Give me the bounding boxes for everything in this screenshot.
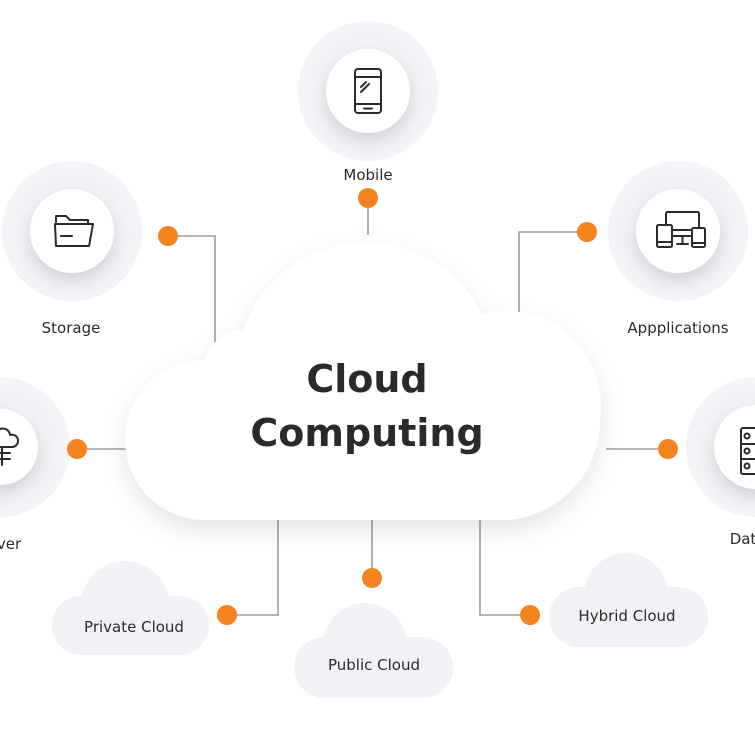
devices-icon [656, 211, 706, 248]
connector-private [227, 520, 279, 616]
folder-icon [54, 215, 94, 247]
dot-database [658, 439, 678, 459]
private-cloud-shape [52, 561, 209, 655]
dot-applications [577, 222, 597, 242]
private-cloud-label: Private Cloud [84, 618, 184, 636]
hybrid-cloud-label: Hybrid Cloud [578, 607, 676, 625]
storage-label: Storage [41, 319, 101, 337]
dot-mobile [358, 188, 378, 208]
server-label: ver [0, 535, 22, 553]
connector-hybrid [479, 520, 530, 616]
main-cloud [125, 242, 602, 520]
database-icon [740, 427, 755, 475]
server-cloud-icon [0, 427, 19, 466]
title-line-1: Cloud [306, 357, 428, 401]
mobile-phone-icon [354, 68, 382, 114]
hybrid-cloud-shape [549, 553, 708, 647]
public-cloud-label: Public Cloud [327, 656, 421, 674]
dot-private [217, 605, 237, 625]
mobile-node [326, 49, 410, 133]
server-node [0, 409, 38, 485]
mobile-label: Mobile [343, 166, 393, 184]
connectors [77, 198, 668, 616]
connector-storage [168, 235, 216, 350]
dot-storage [158, 226, 178, 246]
public-cloud-shape [294, 603, 453, 698]
dot-hybrid [520, 605, 540, 625]
applications-label: Appplications [627, 319, 729, 337]
title-line-2: Computing [250, 411, 484, 455]
diagram-title: Cloud Computing [250, 352, 483, 460]
connector-dots [67, 188, 678, 625]
connector-applications [518, 231, 587, 315]
dot-server [67, 439, 87, 459]
storage-node [30, 189, 114, 273]
dot-public [362, 568, 382, 588]
small-clouds [52, 553, 708, 698]
database-label: Dat [729, 530, 755, 548]
